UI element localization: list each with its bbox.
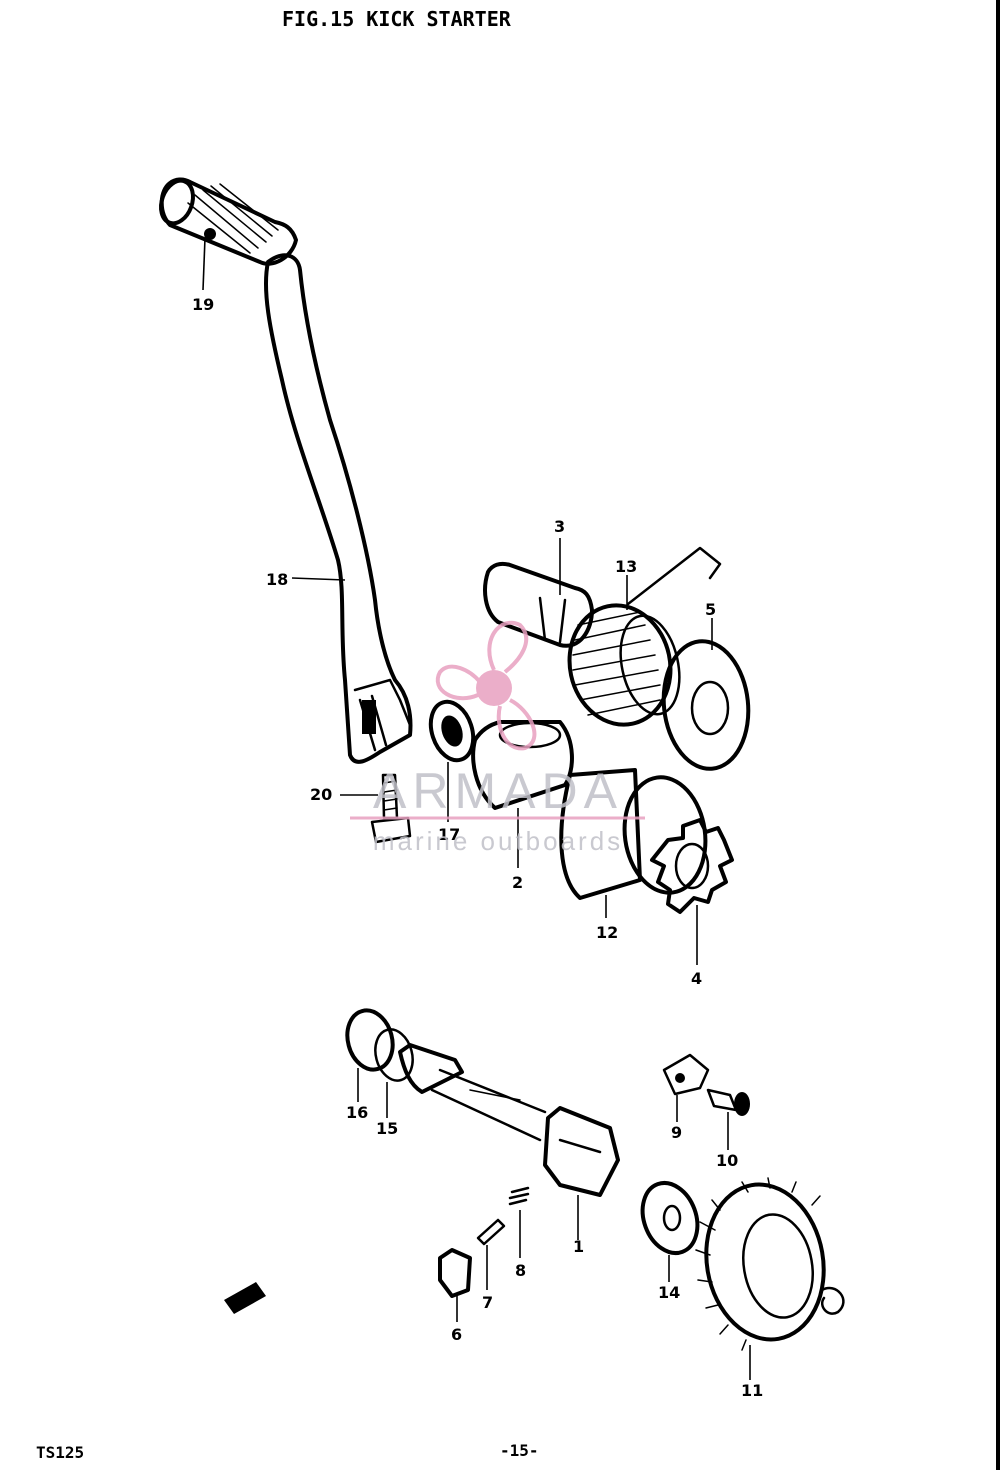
kick-starter-pawl (543, 1106, 620, 1197)
part-label-13: 13 (615, 557, 637, 576)
stopper-bolt (706, 1088, 750, 1116)
pawl-spring (508, 1186, 530, 1206)
pin (476, 1218, 506, 1246)
watermark-tagline: marine outboards (373, 826, 623, 856)
part-label-14: 14 (658, 1283, 680, 1302)
part-label-9: 9 (671, 1123, 682, 1142)
part-label-18: 18 (266, 570, 288, 589)
armada-logo-icon (435, 620, 537, 751)
watermark-brand: ARMADA (373, 763, 623, 819)
kick-lever-arm (264, 253, 413, 764)
part-label-6: 6 (451, 1325, 462, 1344)
kick-lever-grip (159, 177, 298, 266)
part-label-16: 16 (346, 1103, 368, 1122)
page-number: -15- (500, 1441, 539, 1460)
figure-title: FIG.15 KICK STARTER (282, 7, 512, 31)
small-clip (224, 1282, 266, 1314)
part-label-20: 20 (310, 785, 332, 804)
part-label-3: 3 (554, 517, 565, 536)
part-label-7: 7 (482, 1293, 493, 1312)
kick-starter-guide (483, 561, 594, 648)
part-label-19: 19 (192, 295, 214, 314)
ratchet-washer (650, 818, 734, 914)
part-label-12: 12 (596, 923, 618, 942)
kick-starter-idle-gear (695, 1177, 845, 1351)
stopper-washer (662, 1053, 710, 1096)
model-code: TS125 (36, 1443, 84, 1462)
kick-starter-spring (567, 546, 722, 727)
part-labels: 19 18 20 17 2 3 13 5 12 4 16 15 9 10 1 8… (192, 295, 763, 1400)
part-label-11: 11 (741, 1381, 763, 1400)
part-label-5: 5 (705, 600, 716, 619)
part-label-10: 10 (716, 1151, 738, 1170)
oil-seal (428, 699, 476, 763)
spring-guide-plate (661, 639, 751, 771)
armada-watermark: ARMADA marine outboards (350, 620, 645, 856)
part-label-15: 15 (376, 1119, 398, 1138)
part-label-2: 2 (512, 873, 523, 892)
right-border (996, 0, 1000, 1470)
part-label-4: 4 (691, 969, 702, 988)
shaft-washers (345, 1008, 414, 1082)
leader-lines (202, 237, 751, 1380)
part-label-1: 1 (573, 1237, 584, 1256)
thrust-washer (640, 1181, 700, 1255)
kick-starter-shaft (398, 1043, 547, 1142)
stopper-plate (438, 1248, 472, 1298)
part-label-8: 8 (515, 1261, 526, 1280)
part-label-17: 17 (438, 825, 460, 844)
